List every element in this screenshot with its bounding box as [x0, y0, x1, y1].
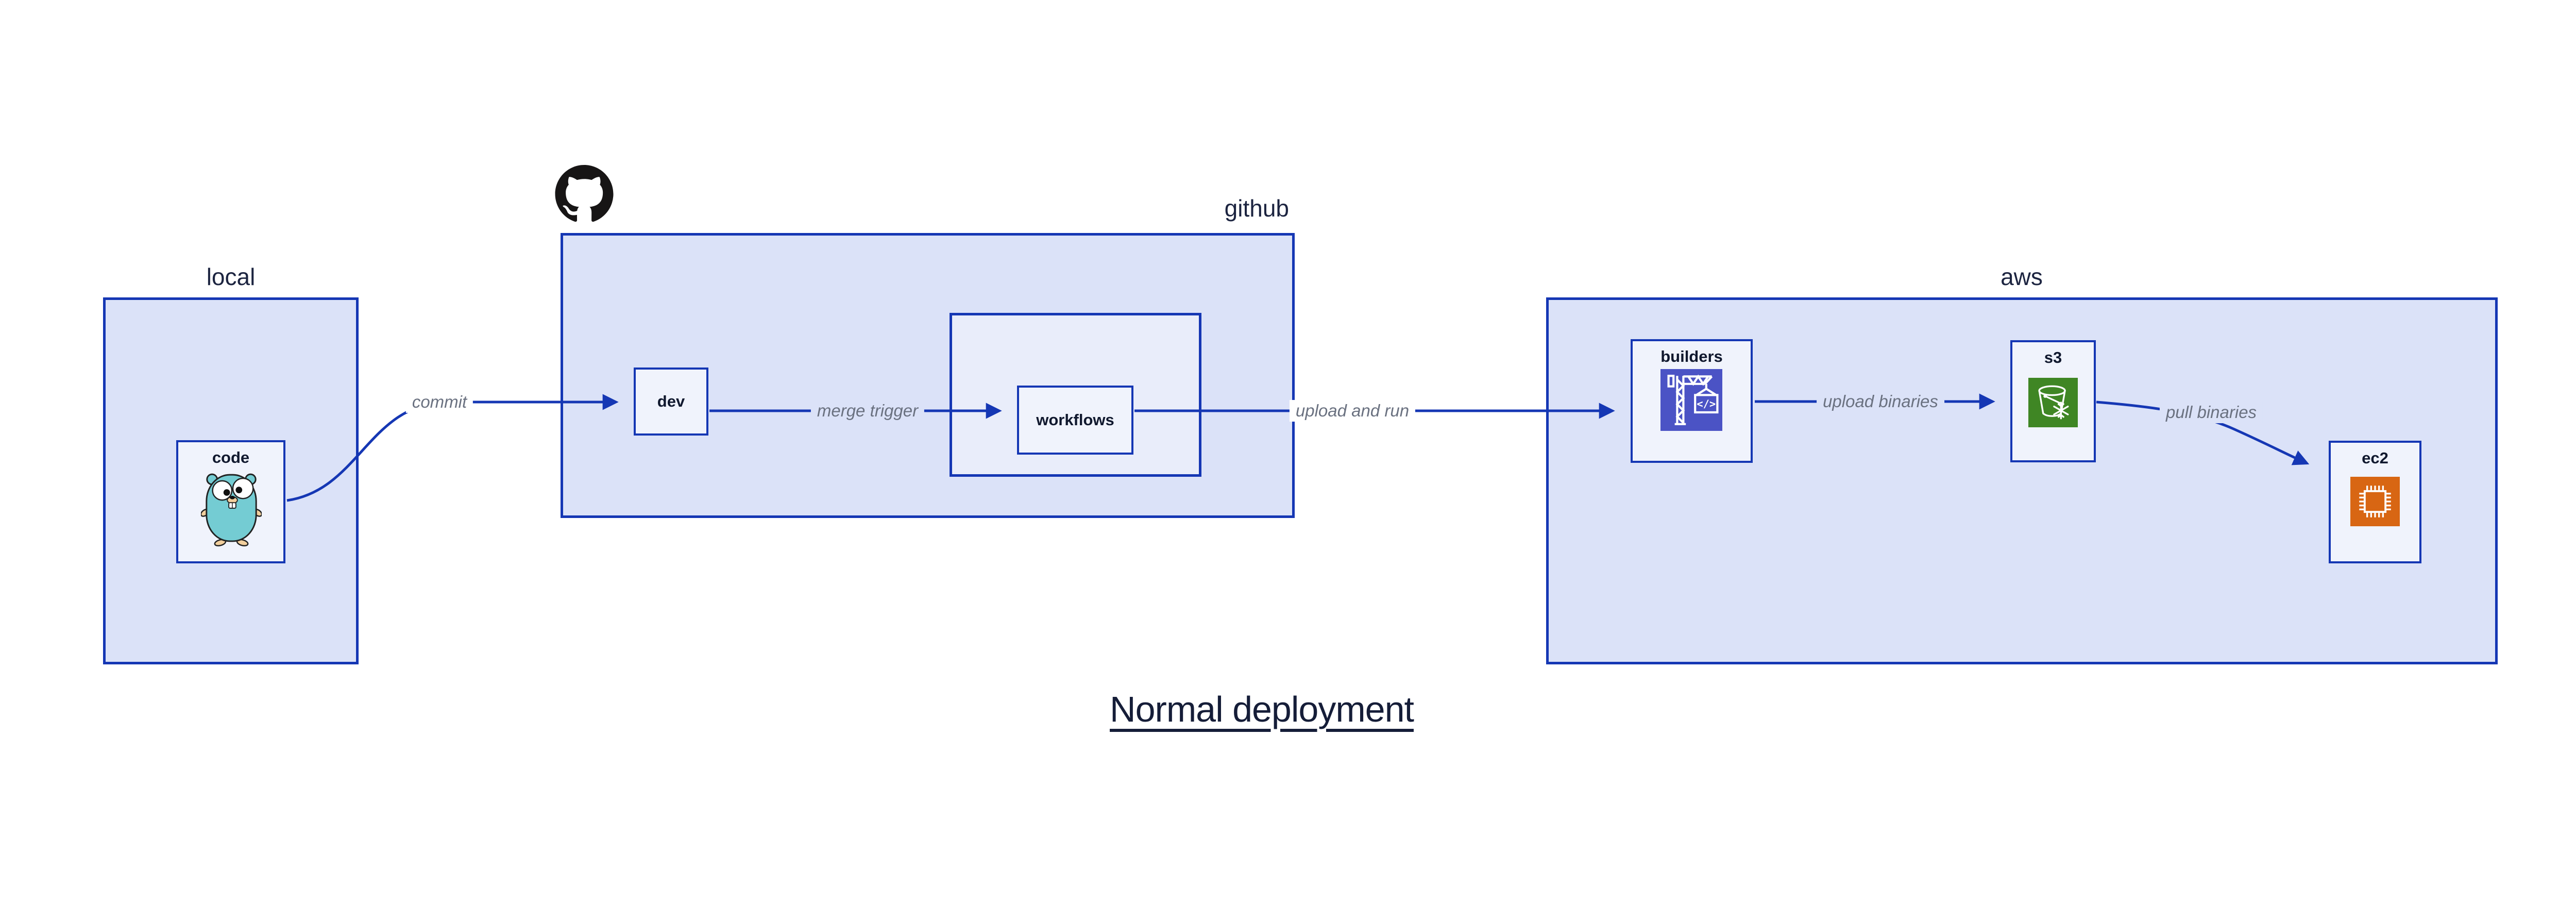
github-container-title: github — [1224, 195, 1289, 222]
s3-node-label: s3 — [2044, 348, 2062, 366]
code-node-label: code — [212, 448, 250, 466]
workflows-node: workflows — [1017, 386, 1133, 455]
aws-ec2-chip-icon — [2350, 477, 2400, 529]
aws-s3-bucket-icon — [2028, 378, 2078, 430]
aws-container-title: aws — [2001, 263, 2043, 290]
edge-label-merge-trigger: merge trigger — [810, 400, 925, 422]
dev-node-label: dev — [657, 392, 685, 410]
builders-node-label: builders — [1660, 347, 1723, 365]
edge-label-commit: commit — [405, 391, 473, 413]
workflows-node-label: workflows — [1036, 411, 1114, 429]
ec2-node-label: ec2 — [2362, 449, 2388, 467]
go-gopher-icon — [200, 470, 263, 549]
edge-label-upload-and-run: upload and run — [1289, 400, 1416, 422]
svg-text:</>: </> — [1697, 397, 1716, 410]
github-octocat-icon — [554, 165, 614, 226]
edge-label-upload-binaries: upload binaries — [1817, 391, 1944, 412]
diagram-caption: Normal deployment — [1110, 689, 1414, 729]
edge-label-pull-binaries: pull binaries — [2159, 402, 2263, 423]
aws-codebuild-icon: </> — [1660, 369, 1722, 433]
dev-node: dev — [634, 368, 708, 436]
local-container-title: local — [206, 263, 256, 290]
